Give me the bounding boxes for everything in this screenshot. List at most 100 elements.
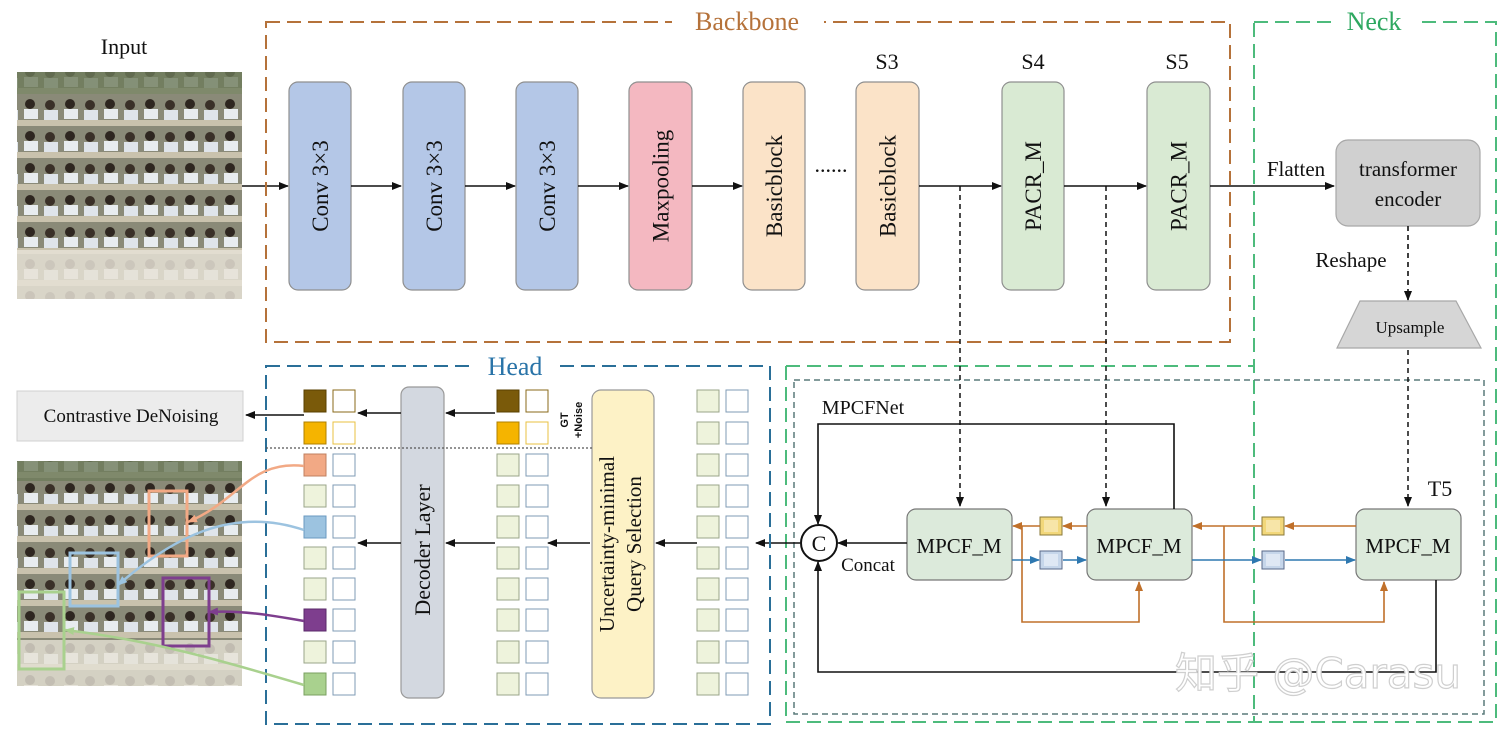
backbone-block-label-1: Conv 3×3 <box>308 140 333 232</box>
mpcf-label-2: MPCF_M <box>1096 534 1182 558</box>
query-cell <box>696 577 720 601</box>
mpcf-label-3: MPCF_M <box>1365 534 1451 558</box>
contrastive-denoising-box <box>16 390 244 442</box>
head-frame <box>265 365 771 725</box>
query-cell <box>525 453 549 477</box>
query-cell <box>725 421 749 445</box>
query-cell <box>696 389 720 413</box>
query-cell <box>525 577 549 601</box>
query-cell <box>496 515 520 539</box>
query-cell <box>303 546 327 570</box>
backbone-block-label-4: Maxpooling <box>649 129 674 242</box>
mpcf-label-1: MPCF_M <box>916 534 1002 558</box>
input-image <box>17 72 242 299</box>
query-cell <box>725 577 749 601</box>
head-title-bg <box>476 352 554 382</box>
decoder-label: Decoder Layer <box>410 484 435 616</box>
query-cell <box>303 484 327 508</box>
watermark: 知乎 @Carasu <box>1175 649 1461 698</box>
query-cell <box>525 546 549 570</box>
query-selection-line1: Uncertainty-minimal <box>595 456 619 632</box>
upsample-block <box>1336 300 1482 349</box>
query-cell <box>525 640 549 664</box>
query-cell <box>332 608 356 632</box>
query-cell <box>303 577 327 601</box>
t5-label: T5 <box>1428 476 1452 501</box>
query-cell <box>696 453 720 477</box>
backbone-block-label-6: Basicblock <box>876 134 901 237</box>
query-cell <box>725 453 749 477</box>
query-cell <box>303 453 327 477</box>
query-cell <box>303 640 327 664</box>
neck-frame-vertical <box>1253 21 1497 723</box>
query-cell <box>725 672 749 696</box>
concat-label: Concat <box>841 555 896 576</box>
query-cell <box>525 608 549 632</box>
query-cell <box>332 515 356 539</box>
gt-label: GT <box>559 412 571 428</box>
query-cell <box>496 389 520 413</box>
query-cell <box>496 608 520 632</box>
query-cell <box>303 608 327 632</box>
query-cell <box>525 672 549 696</box>
query-cell <box>525 484 549 508</box>
query-cell <box>496 640 520 664</box>
query-cell <box>525 389 549 413</box>
backbone-block-label-2: Conv 3×3 <box>422 140 447 232</box>
mpcf-block-1 <box>906 508 1013 581</box>
concat-node <box>800 524 838 562</box>
query-cell <box>696 515 720 539</box>
ellipsis: ...... <box>815 152 848 177</box>
neck-feed-arrows <box>956 186 1412 507</box>
query-cell <box>696 546 720 570</box>
query-cell <box>332 577 356 601</box>
transformer-label-line1: transformer <box>1359 157 1457 181</box>
query-cell <box>725 546 749 570</box>
flatten-label: Flatten <box>1267 157 1326 181</box>
mpcf-block-2 <box>1086 508 1193 581</box>
query-grid-output <box>303 389 356 696</box>
mpcfnet-label: MPCFNet <box>822 397 905 419</box>
query-cell <box>332 453 356 477</box>
query-cell <box>332 421 356 445</box>
query-cell <box>696 640 720 664</box>
neck-title: Neck <box>1347 7 1402 36</box>
reshape-label: Reshape <box>1315 248 1386 272</box>
input-label: Input <box>101 34 147 59</box>
backbone-frame <box>265 21 1231 343</box>
mpcf-block-3 <box>1355 508 1462 581</box>
detection-links <box>64 464 305 687</box>
query-cell <box>496 453 520 477</box>
upsample-label: Upsample <box>1376 318 1445 337</box>
backbone-block-label-3: Conv 3×3 <box>535 140 560 232</box>
query-cell <box>332 484 356 508</box>
query-cell <box>725 389 749 413</box>
neck-title-bg <box>1332 8 1418 38</box>
backbone-block-label-7: PACR_M <box>1021 141 1046 231</box>
concat-feed-arrows <box>755 423 1437 673</box>
transformer-encoder-block <box>1335 139 1481 227</box>
query-cell <box>696 484 720 508</box>
head-title: Head <box>488 352 543 381</box>
backbone-block-label-8: PACR_M <box>1167 141 1192 231</box>
query-cell <box>496 484 520 508</box>
query-cell <box>332 389 356 413</box>
query-cell <box>496 546 520 570</box>
query-cell <box>332 672 356 696</box>
query-cell <box>725 640 749 664</box>
query-cell <box>725 515 749 539</box>
query-selection-line2: Query Selection <box>622 476 646 612</box>
s5-label: S5 <box>1165 49 1188 74</box>
backbone-blocks: Conv 3×3 Conv 3×3 Conv 3×3 Maxpooling Basicb… <box>288 81 1211 291</box>
query-cell <box>725 608 749 632</box>
concat-symbol: C <box>812 531 827 556</box>
contrastive-denoising-label: Contrastive DeNoising <box>44 406 219 427</box>
query-cell <box>303 389 327 413</box>
query-cell <box>696 672 720 696</box>
s3-label: S3 <box>875 49 898 74</box>
query-cell <box>696 421 720 445</box>
backbone-block-5 <box>742 81 806 291</box>
query-cell <box>332 546 356 570</box>
query-selection-block <box>591 389 655 699</box>
